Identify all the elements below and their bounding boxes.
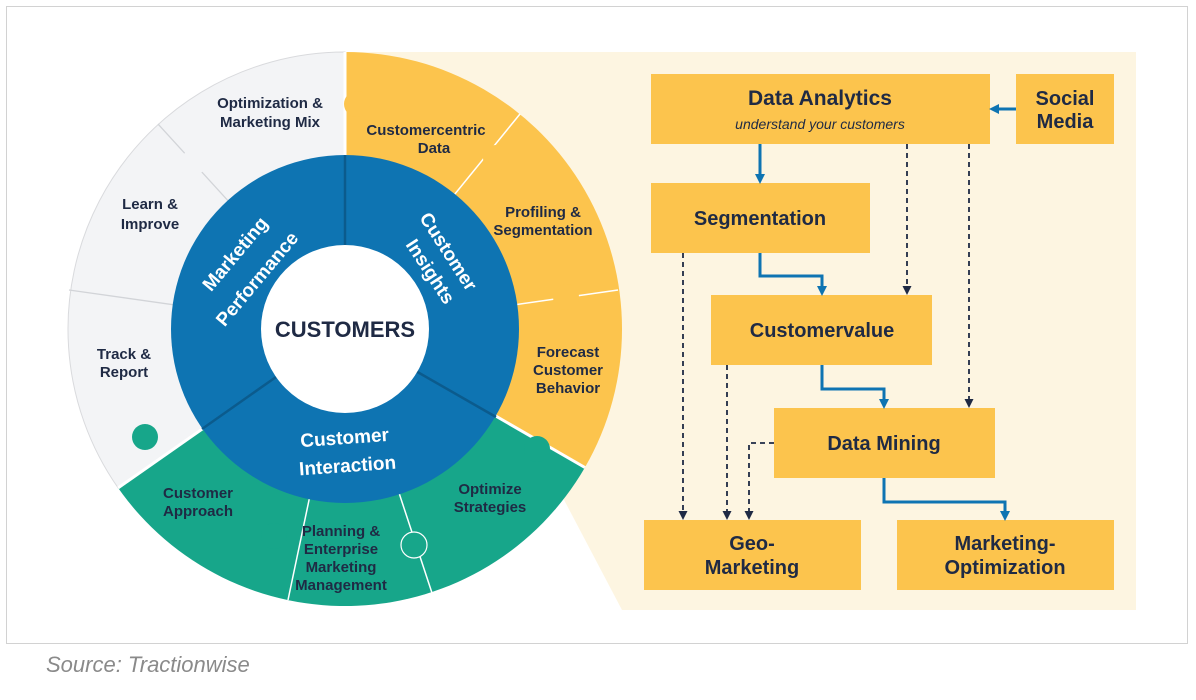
piece-profiling-label-2: Segmentation	[493, 222, 592, 239]
arrow-customervalue-to-datamining	[820, 365, 889, 409]
box-data-analytics	[651, 74, 990, 144]
box-data-mining	[774, 408, 995, 478]
piece-track-label-1: Track &	[97, 346, 151, 363]
piece-optimization-label-1: Optimization &	[217, 95, 323, 112]
piece-optimize-label-1: Optimize	[458, 481, 521, 498]
box-data-mining-label: Data Mining	[827, 433, 940, 455]
dashed-datamining-to-geo	[744, 442, 774, 520]
arrow-segmentation-to-customervalue	[758, 253, 827, 296]
piece-planning-label-4: Management	[295, 577, 387, 594]
piece-planning-label-1: Planning &	[302, 523, 381, 540]
piece-planning-label-3: Marketing	[306, 559, 377, 576]
box-customervalue	[711, 295, 932, 365]
box-segmentation-label: Segmentation	[694, 208, 826, 230]
flow-chart: Data Analytics understand your customers…	[644, 74, 1114, 590]
piece-optimization-label-2: Marketing Mix	[220, 114, 321, 131]
box-social-media-line1: Social	[1036, 88, 1095, 110]
box-geo-marketing-line2: Marketing	[705, 557, 799, 579]
piece-learn-label-2: Improve	[121, 216, 179, 233]
piece-forecast-label-1: Forecast	[537, 344, 600, 361]
piece-customercentric-label-1: Customercentric	[366, 122, 485, 139]
box-marketing-optimization	[897, 520, 1114, 590]
box-social-media-line2: Media	[1037, 111, 1095, 133]
box-customervalue-label: Customervalue	[750, 320, 895, 342]
source-caption: Source: Tractionwise	[46, 652, 250, 677]
piece-planning-label-2: Enterprise	[304, 541, 378, 558]
wheel-center-label: CUSTOMERS	[275, 317, 415, 342]
piece-track-label-2: Report	[100, 364, 148, 381]
box-geo-marketing-line1: Geo-	[729, 533, 775, 555]
box-data-analytics-title: Data Analytics	[748, 87, 892, 110]
piece-profiling-label-1: Profiling &	[505, 204, 581, 221]
piece-optimize-label-2: Strategies	[454, 499, 527, 516]
box-marketing-optimization-line1: Marketing-	[954, 533, 1055, 555]
piece-forecast-label-2: Customer	[533, 362, 603, 379]
wheel-center	[261, 245, 429, 413]
piece-approach-label-2: Approach	[163, 503, 233, 520]
piece-learn-label-1: Learn &	[122, 196, 178, 213]
arrow-datamining-to-optimization	[882, 478, 1010, 521]
piece-customercentric-label-2: Data	[418, 140, 451, 157]
piece-approach-label-1: Customer	[163, 485, 233, 502]
box-geo-marketing	[644, 520, 861, 590]
box-marketing-optimization-line2: Optimization	[944, 557, 1065, 579]
box-social-media	[1016, 74, 1114, 144]
piece-forecast-label-3: Behavior	[536, 380, 600, 397]
box-segmentation	[651, 183, 870, 253]
box-data-analytics-subtitle: understand your customers	[735, 116, 905, 132]
wheel: CUSTOMERS Marketing Performance Customer…	[67, 51, 623, 607]
